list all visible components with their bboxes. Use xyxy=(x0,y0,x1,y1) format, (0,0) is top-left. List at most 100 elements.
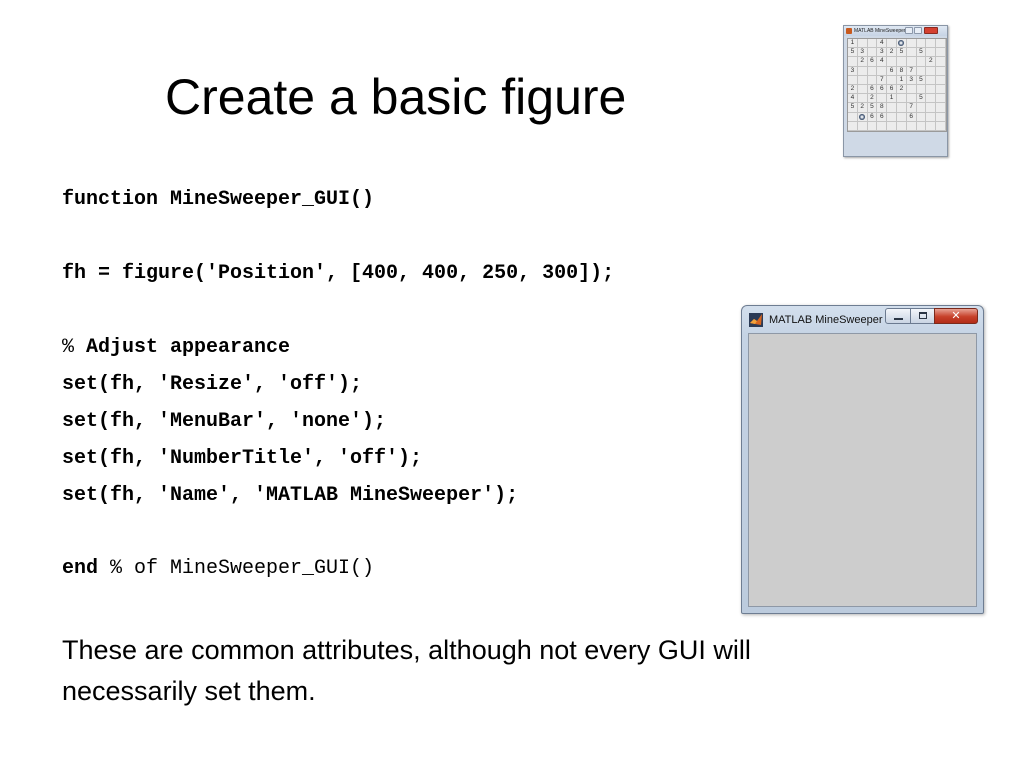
grid-cell: 6 xyxy=(887,84,897,95)
grid-cell xyxy=(857,112,868,122)
matlab-logo-icon xyxy=(749,313,763,327)
grid-cell: 6 xyxy=(887,66,897,76)
grid-cell: 3 xyxy=(906,75,917,85)
grid-cell xyxy=(906,84,917,95)
grid-cell xyxy=(936,84,946,95)
grid-cell xyxy=(867,121,878,131)
grid-cell: 6 xyxy=(867,57,878,67)
maximize-button[interactable] xyxy=(910,308,935,324)
grid-cell xyxy=(926,39,937,49)
slide-note: These are common attributes, although no… xyxy=(62,635,751,706)
grid-cell xyxy=(877,121,888,131)
code-line-end: end % of MineSweeper_GUI() xyxy=(62,557,374,581)
grid-cell xyxy=(936,75,946,85)
grid-cell xyxy=(926,112,937,122)
grid-cell xyxy=(926,48,937,58)
grid-cell xyxy=(896,94,907,104)
grid-cell xyxy=(926,103,937,113)
grid-cell xyxy=(857,84,868,95)
grid-cell xyxy=(857,39,868,49)
grid-cell xyxy=(916,84,927,95)
matlab-logo-icon xyxy=(846,28,852,34)
grid-cell xyxy=(926,84,937,95)
code-line-name: set(fh, 'Name', 'MATLAB MineSweeper'); xyxy=(62,484,519,507)
grid-cell: 2 xyxy=(857,57,868,67)
close-icon: ✕ xyxy=(951,309,961,322)
thumbnail-maximize-button xyxy=(914,27,922,34)
grid-cell xyxy=(936,103,946,113)
grid-cell: 8 xyxy=(896,66,907,76)
grid-cell: 2 xyxy=(896,84,907,95)
grid-cell: 7 xyxy=(906,103,917,113)
grid-cell xyxy=(887,57,897,67)
end-comment: % of MineSweeper_GUI() xyxy=(98,557,375,580)
grid-cell xyxy=(848,112,858,122)
code-line-menubar: set(fh, 'MenuBar', 'none'); xyxy=(62,410,387,433)
grid-cell: 7 xyxy=(906,66,917,76)
end-keyword: end xyxy=(62,557,99,580)
grid-cell xyxy=(848,121,858,131)
grid-cell xyxy=(877,66,888,76)
grid-cell: 2 xyxy=(887,48,897,58)
grid-cell xyxy=(916,121,927,131)
grid-cell: 2 xyxy=(926,57,937,67)
figure-window[interactable]: MATLAB MineSweeper ✕ xyxy=(741,305,984,614)
grid-cell xyxy=(896,103,907,113)
grid-cell: 1 xyxy=(887,94,897,104)
grid-cell xyxy=(906,94,917,104)
figure-client-area[interactable] xyxy=(748,333,977,607)
grid-cell xyxy=(896,39,907,49)
grid-cell xyxy=(916,39,927,49)
close-button[interactable]: ✕ xyxy=(934,308,978,324)
grid-cell: 8 xyxy=(877,103,888,113)
grid-cell xyxy=(906,48,917,58)
grid-cell xyxy=(848,57,858,67)
grid-cell xyxy=(916,112,927,122)
thumbnail-title: MATLAB MineSweeper xyxy=(854,28,906,34)
grid-cell xyxy=(857,94,868,104)
grid-cell: 3 xyxy=(857,48,868,58)
thumbnail-minimize-button xyxy=(905,27,913,34)
window-title: MATLAB MineSweeper xyxy=(769,314,883,326)
grid-cell: 5 xyxy=(916,75,927,85)
grid-cell: 6 xyxy=(906,112,917,122)
grid-cell xyxy=(877,94,888,104)
grid-cell xyxy=(857,75,868,85)
grid-cell: 2 xyxy=(848,84,858,95)
minimize-button[interactable] xyxy=(885,308,911,324)
grid-cell: 4 xyxy=(848,94,858,104)
grid-cell xyxy=(857,121,868,131)
grid-cell xyxy=(848,75,858,85)
code-line-figure: fh = figure('Position', [400, 400, 250, … xyxy=(62,262,615,285)
slide-title: Create a basic figure xyxy=(165,69,627,125)
grid-cell xyxy=(867,75,878,85)
grid-cell xyxy=(926,75,937,85)
grid-cell xyxy=(926,121,937,131)
grid-cell: 4 xyxy=(877,39,888,49)
code-line-comment: % Adjust appearance xyxy=(62,336,290,360)
grid-cell: 1 xyxy=(848,39,858,49)
grid-cell: 6 xyxy=(877,112,888,122)
grid-cell: 5 xyxy=(848,48,858,58)
mine-icon xyxy=(898,40,905,46)
grid-cell: 2 xyxy=(867,94,878,104)
grid-cell xyxy=(896,121,907,131)
code-line-function: function MineSweeper_GUI() xyxy=(62,188,375,211)
grid-cell xyxy=(936,66,946,76)
comment-symbol: % xyxy=(62,336,75,359)
grid-cell xyxy=(857,66,868,76)
grid-cell: 2 xyxy=(857,103,868,113)
grid-cell: 5 xyxy=(867,103,878,113)
maximize-icon xyxy=(919,312,927,319)
grid-cell: 5 xyxy=(916,48,927,58)
grid-cell xyxy=(926,94,937,104)
grid-cell: 6 xyxy=(877,84,888,95)
code-line-resize: set(fh, 'Resize', 'off'); xyxy=(62,373,363,396)
grid-cell: 3 xyxy=(848,66,858,76)
minimize-icon xyxy=(894,318,903,320)
comment-text: Adjust appearance xyxy=(74,336,291,359)
grid-cell xyxy=(916,66,927,76)
mine-icon xyxy=(859,113,866,120)
